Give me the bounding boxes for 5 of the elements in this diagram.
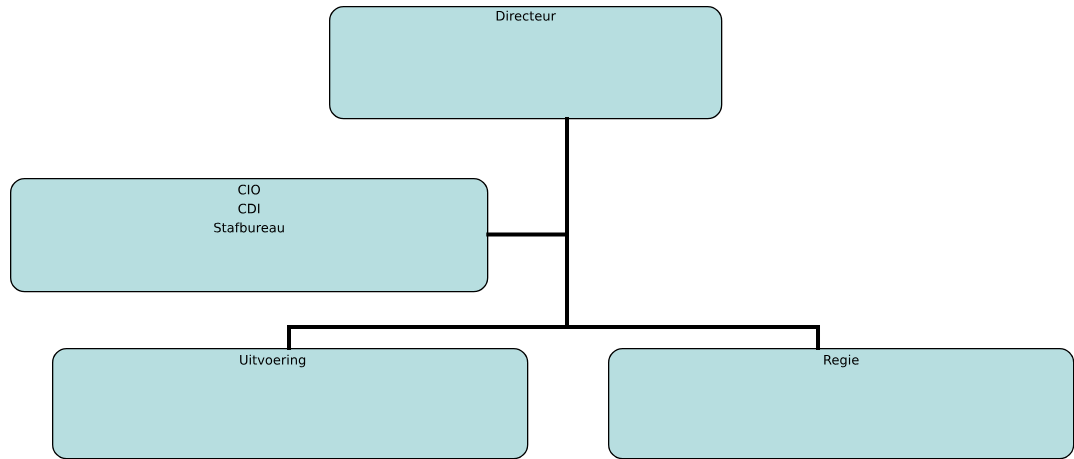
org-box: Regie: [608, 348, 1074, 459]
org-box: Uitvoering: [52, 348, 529, 459]
connector-line: [565, 117, 820, 350]
org-box: Directeur: [329, 6, 723, 120]
org-box: CIO CDI Stafbureau: [10, 178, 489, 293]
